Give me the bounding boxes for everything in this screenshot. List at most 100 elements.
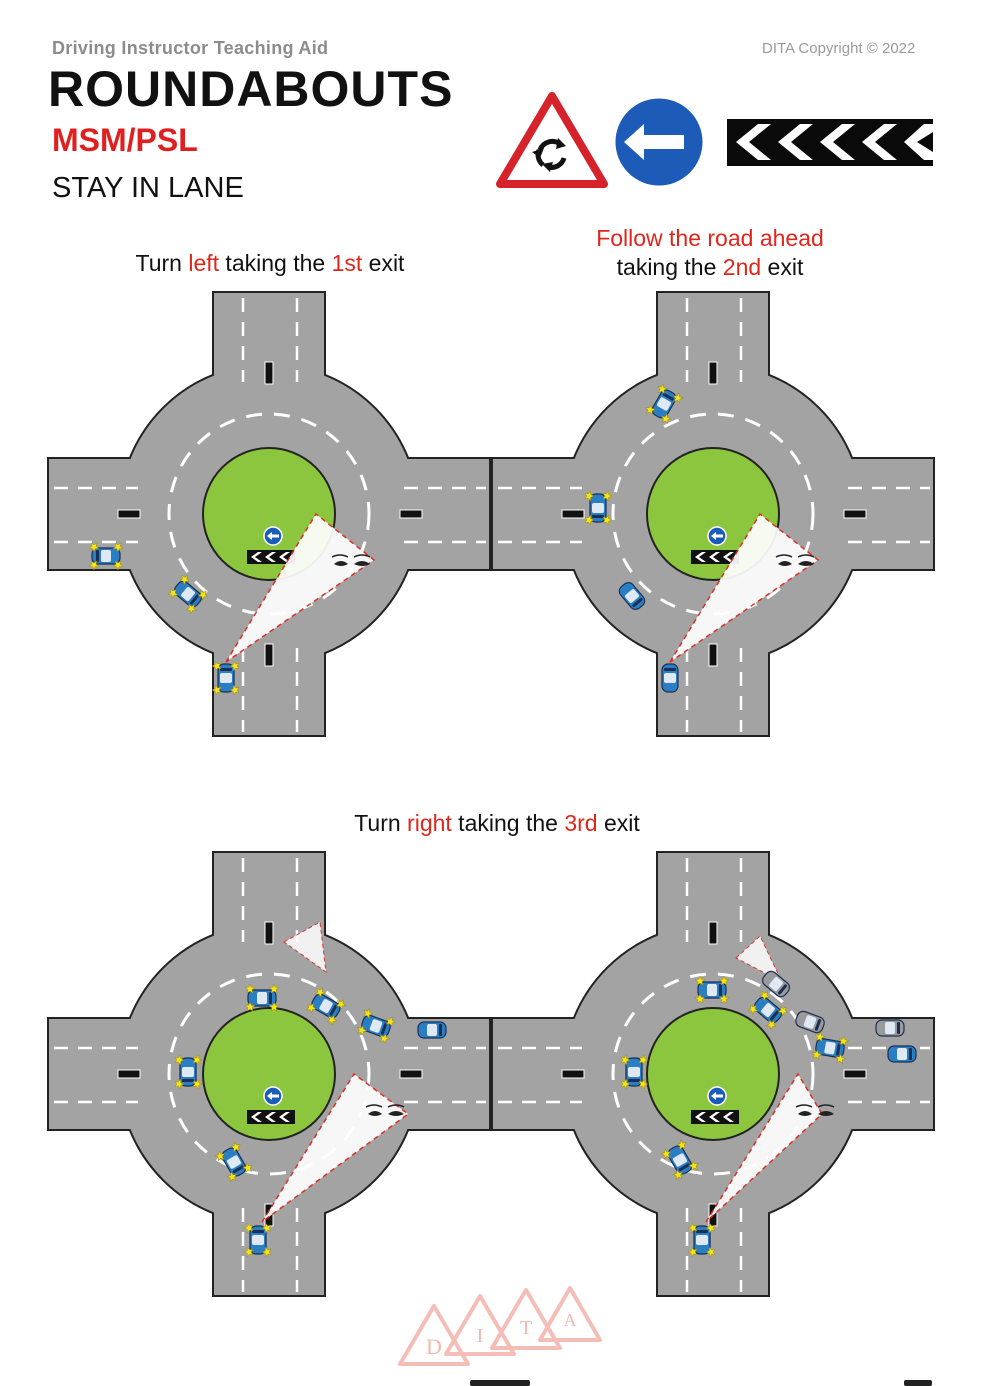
eyes-icon [775,554,815,566]
indicator-flash-icon [620,1078,631,1090]
indicator-flash-icon [174,1054,185,1066]
car [661,663,679,693]
indicator-flash-icon [379,1033,390,1044]
car [243,1222,272,1258]
caption-direction: left [188,250,220,276]
indicator-flash-icon [676,1139,687,1151]
car [747,990,789,1031]
car [417,1021,447,1039]
car [244,983,280,1012]
indicator-flash-icon [261,1246,272,1258]
caption-exit-number: 1st [331,250,363,276]
indicator-flash-icon [718,975,730,986]
mini-chevron-board [691,1110,739,1124]
indicator-flash-icon [244,1001,256,1012]
indicator-flash-icon [335,999,347,1010]
indicator-flash-icon [244,983,256,994]
indicator-flash-icon [638,1054,649,1066]
indicator-flash-icon [88,560,100,571]
logo-letter: I [477,1325,484,1347]
indicator-flash-icon [385,1016,397,1028]
indicator-flash-icon [174,1078,185,1090]
vision-cone [261,1072,410,1223]
indicator-flash-icon [620,1054,631,1066]
indicator-flash-icon [672,392,684,404]
indicator-flash-icon [645,404,656,416]
indicator-flash-icon [814,1031,826,1043]
central-island [646,1007,780,1141]
vision-cone [705,1072,823,1223]
logo-letter: T [520,1317,532,1339]
indicator-flash-icon [185,603,197,615]
logo-letter: D [426,1334,442,1359]
indicator-flash-icon [243,1222,254,1234]
indicator-flash-icon [777,1006,789,1017]
indicator-flash-icon [602,514,613,526]
car [887,1045,917,1063]
caption-turn-right: Turn right taking the 3rd exit [300,810,694,837]
dita-logo: D I T A [398,1286,602,1366]
caption-follow-road: Follow the road ahead [596,225,824,251]
indicator-flash-icon [660,1148,672,1160]
indicator-flash-icon [226,1171,238,1183]
indicator-flash-icon [229,684,240,696]
indicator-flash-icon [687,1246,698,1258]
keep-left-sign [612,95,706,189]
indicator-flash-icon [718,993,730,1004]
footer-cutoff-text [470,1376,580,1386]
indicator-flash-icon [305,1002,317,1014]
indicator-flash-icon [268,1001,280,1012]
eyes-icon [795,1104,835,1116]
indicator-flash-icon [357,1025,368,1036]
indicator-flash-icon [672,1169,684,1181]
car [584,490,613,526]
msm-psl-heading: MSM/PSL [52,122,198,158]
car [357,1008,397,1044]
indicator-flash-icon [314,987,326,998]
mini-chevron-board [247,1110,295,1124]
indicator-flash-icon [694,993,706,1004]
caption-turn-left: Turn left taking the 1st exit [100,250,440,277]
indicator-flash-icon [88,542,100,553]
indicator-flash-icon [688,1160,699,1172]
indicator-flash-icon [326,1014,338,1026]
caption-text: taking the [616,254,723,280]
diagram-right-3rd-exit-b [491,851,935,1297]
indicator-flash-icon [243,1246,254,1258]
indicator-flash-icon [363,1008,374,1019]
mini-chevron-board [691,550,739,564]
indicator-flash-icon [584,490,595,502]
mini-keep-left-sign [707,526,727,546]
car [795,1010,825,1034]
caption-text: taking the [219,250,332,276]
mini-chevron-board [247,550,295,564]
car [687,1222,716,1258]
indicator-flash-icon [179,574,190,585]
indicator-flash-icon [211,660,222,672]
logo-letter: A [564,1310,577,1330]
car [660,1139,699,1181]
indicator-flash-icon [192,1078,203,1090]
central-island [202,1007,336,1141]
caption-text: taking the [451,810,565,836]
eyes-icon [365,1104,405,1116]
car [211,660,240,696]
car [214,1141,253,1183]
car [88,542,124,571]
car [620,1054,649,1090]
indicator-flash-icon [759,990,770,1001]
indicator-flash-icon [112,560,124,571]
caption-text: exit [597,810,640,836]
indicator-flash-icon [705,1246,716,1258]
car [694,975,730,1004]
page-number-cutoff [904,1376,934,1386]
caption-direction: right [407,810,452,836]
indicator-flash-icon [694,975,706,986]
indicator-flash-icon [214,1150,226,1162]
mini-keep-left-sign [707,1086,727,1106]
indicator-flash-icon [192,1054,203,1066]
vision-cone-secondary [283,921,327,974]
car [645,383,684,425]
